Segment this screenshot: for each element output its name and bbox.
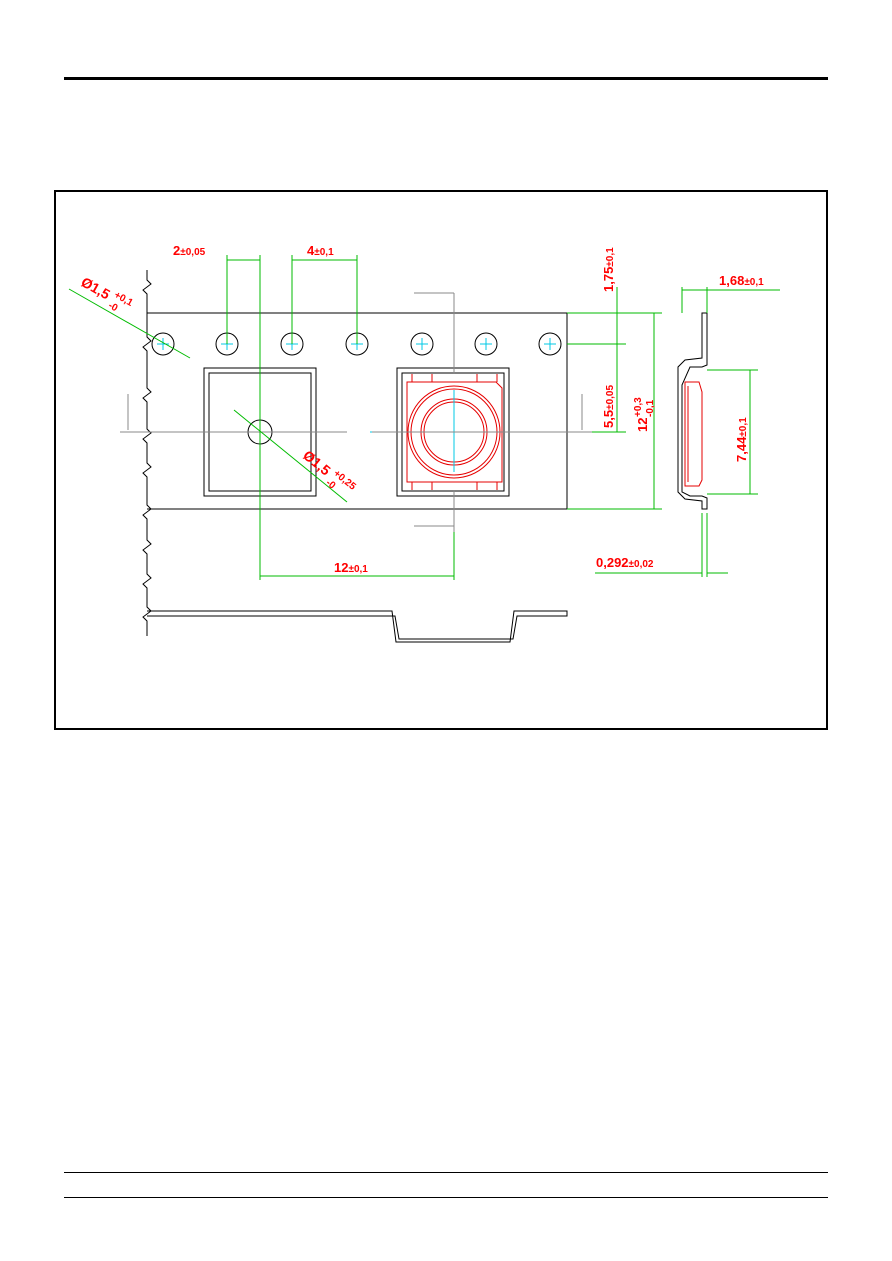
- svg-text:Ø1,5: Ø1,5: [79, 274, 113, 303]
- svg-text:+0,3: +0,3: [633, 397, 644, 417]
- dim-hole-to-center: 5,5±0,05: [601, 385, 616, 428]
- svg-text:Ø1,5: Ø1,5: [300, 447, 334, 479]
- drawing-frame: 2±0,05 4±0,1 Ø1,5 +0,1 -0 Ø1,5 +0,25 -0 …: [54, 190, 828, 730]
- dim-edge-to-hole: 1,75±0,1: [601, 247, 616, 292]
- tape-drawing: 2±0,05 4±0,1 Ø1,5 +0,1 -0 Ø1,5 +0,25 -0 …: [68, 243, 780, 643]
- tape-section-bottom: [147, 610, 568, 643]
- footer-rule-bottom: [64, 1197, 828, 1198]
- footer-rule-top: [64, 1172, 828, 1173]
- break-line: [142, 270, 152, 636]
- dim-sprocket-diameter: Ø1,5 +0,1 -0: [79, 274, 136, 315]
- dim-sprocket-pitch: 4±0,1: [307, 243, 334, 258]
- dim-tape-width: 12 +0,3 -0,1: [633, 397, 656, 432]
- dim-tape-thickness: 0,292±0,02: [596, 555, 654, 570]
- dim-pocket-depth: 7,44±0,1: [734, 417, 749, 462]
- dim-pocket-pitch: 12±0,1: [334, 560, 368, 575]
- dimension-lines: [68, 255, 780, 580]
- svg-text:12: 12: [635, 418, 650, 432]
- dim-pocket-hole-diameter: Ø1,5 +0,25 -0: [300, 447, 358, 493]
- dim-overall-thickness: 1,68±0,1: [719, 273, 764, 288]
- side-view: [677, 312, 708, 510]
- dim-hole-offset: 2±0,05: [173, 243, 206, 258]
- svg-text:-0,1: -0,1: [645, 399, 656, 417]
- header-rule: [64, 77, 828, 80]
- section-line: [120, 292, 592, 537]
